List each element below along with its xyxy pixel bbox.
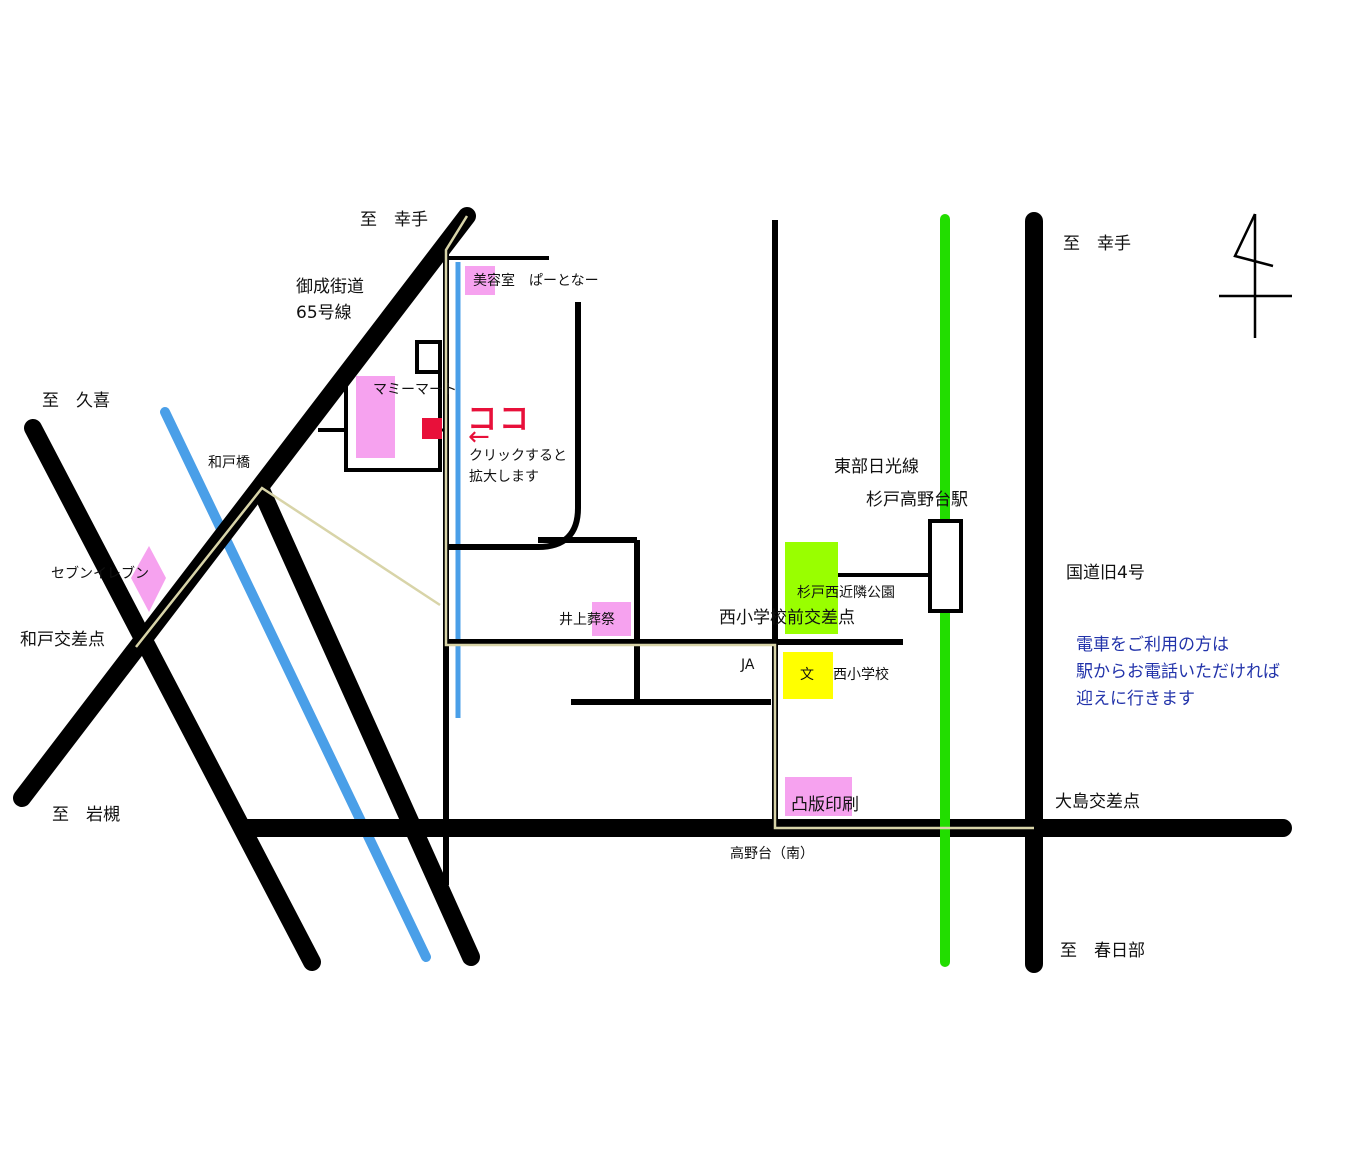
road-wado-diagonal <box>253 483 480 966</box>
label-onari-road-line1: 御成街道 <box>296 277 364 297</box>
label-tobu-line: 東部日光線 <box>834 457 919 477</box>
train-notice-line1: 電車をご利用の方は <box>1076 635 1229 655</box>
route-wado <box>135 486 441 648</box>
label-wado-intersection: 和戸交差点 <box>20 630 105 650</box>
label-oshima-intersection: 大島交差点 <box>1055 792 1140 812</box>
label-onari-road-line2: 65号線 <box>296 303 352 323</box>
label-toppan: 凸版印刷 <box>791 795 859 815</box>
label-to-iwatsuki: 至 岩槻 <box>52 805 120 825</box>
park-marker <box>785 542 838 634</box>
label-route4: 国道旧4号 <box>1066 563 1145 583</box>
road-kuki-diagonal <box>24 419 321 971</box>
road-onari-kaido <box>13 207 476 807</box>
school-mark-icon: 文 <box>800 667 814 683</box>
label-mammy-mart: マミーマート <box>373 382 457 398</box>
north-arrow-head <box>1233 213 1274 268</box>
destination-here-label[interactable]: ココ <box>467 402 531 437</box>
rail-lines <box>928 214 963 967</box>
label-station: 杉戸高野台駅 <box>866 490 968 510</box>
label-to-kasukabe: 至 春日部 <box>1060 941 1145 961</box>
train-notice-line2: 駅からお電話いただければ <box>1076 662 1280 682</box>
store-block-outline <box>318 340 442 472</box>
label-seven-eleven: セブンイレブン <box>51 566 149 582</box>
recommended-route <box>135 215 1034 830</box>
station-building <box>928 519 963 613</box>
train-notice: 電車をご利用の方は 駅からお電話いただければ 迎えに行きます <box>1076 632 1280 713</box>
label-to-satte-top: 至 幸手 <box>360 210 428 230</box>
label-school: 西小学校 <box>833 667 889 683</box>
destination-hint-line1: クリックすると <box>469 448 567 464</box>
label-ja: JA <box>741 657 755 673</box>
label-wado-bridge: 和戸橋 <box>208 455 250 471</box>
label-school-crossing: 西小学校前交差点 <box>719 608 855 628</box>
destination-arrow-icon: ← <box>468 422 490 452</box>
label-inoue-funeral: 井上葬祭 <box>559 612 615 628</box>
label-park: 杉戸西近隣公園 <box>797 585 895 601</box>
school-marker <box>783 652 833 699</box>
north-arrow-icon <box>1219 213 1292 338</box>
points-of-interest <box>131 266 852 816</box>
label-to-kuki: 至 久喜 <box>42 391 110 411</box>
route-main <box>444 215 1034 830</box>
destination-hint-line2: 拡大します <box>469 469 539 485</box>
roads <box>13 207 1292 973</box>
seven-eleven-marker <box>131 546 166 612</box>
label-takanodai-south: 高野台（南） <box>730 846 814 862</box>
train-notice-line3: 迎えに行きます <box>1076 689 1195 709</box>
mammy-mart-marker <box>356 376 395 458</box>
inoue-funeral-marker <box>592 602 631 636</box>
label-to-satte-right: 至 幸手 <box>1063 234 1131 254</box>
destination-marker-icon[interactable] <box>422 418 442 439</box>
beauty-salon-marker <box>465 266 495 295</box>
toppan-marker <box>785 777 852 816</box>
river-main <box>160 407 431 962</box>
label-beauty-salon: 美容室 ぱーとなー <box>473 273 599 289</box>
